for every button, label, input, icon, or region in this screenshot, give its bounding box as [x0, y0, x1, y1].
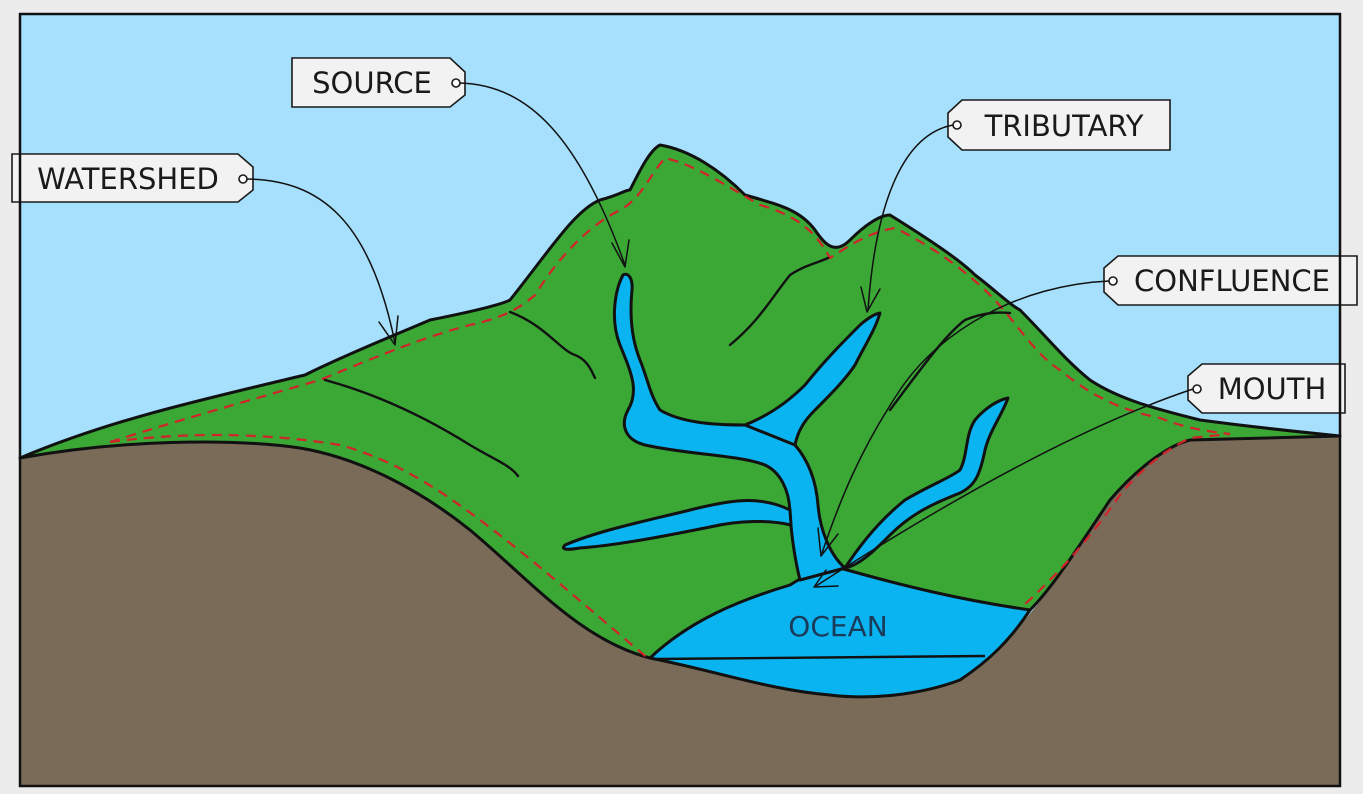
tributary-left	[562, 499, 793, 551]
hill	[18, 143, 1342, 660]
source-callout: SOURCE	[291, 57, 630, 268]
source-tag-hole-icon	[451, 78, 461, 88]
ground	[20, 436, 1340, 786]
tributary-arrow	[867, 124, 954, 311]
mouth-label: MOUTH	[1218, 372, 1327, 406]
tributary-upper	[743, 311, 882, 447]
main-river	[613, 272, 847, 582]
mouth-callout: MOUTH	[813, 363, 1346, 588]
watershed-callout: WATERSHED	[11, 153, 399, 346]
tributary-tag	[947, 99, 1171, 151]
source-arrowhead-icon	[611, 239, 630, 268]
mouth-arrowhead-icon	[813, 569, 839, 588]
tributary-arrowhead-icon	[860, 286, 881, 313]
watershed-tag-hole-icon	[238, 174, 248, 184]
tributary-tag-hole-icon	[952, 120, 962, 130]
watershed-boundary	[109, 156, 1231, 661]
ridge-line-left-upper	[508, 310, 597, 380]
mouth-tag-hole-icon	[1192, 384, 1202, 394]
mouth-tag	[1187, 363, 1346, 414]
watershed-tag	[11, 153, 254, 203]
tributary-callout: TRIBUTARY	[860, 99, 1171, 313]
watershed-label: WATERSHED	[37, 162, 219, 196]
ridge-line-left-lower	[323, 378, 520, 478]
tributary-right	[843, 396, 1010, 570]
source-label: SOURCE	[312, 66, 432, 100]
tributary-label: TRIBUTARY	[984, 109, 1144, 143]
confluence-tag-hole-icon	[1108, 276, 1118, 286]
confluence-tag	[1103, 255, 1358, 306]
mouth-arrow	[815, 388, 1194, 587]
source-tag	[291, 57, 466, 108]
frame-border	[18, 12, 1342, 788]
ridge-line-right	[888, 311, 1012, 412]
ocean-label: OCEAN	[788, 610, 887, 643]
ocean-shoreline	[654, 654, 986, 661]
confluence-arrow	[821, 280, 1110, 554]
watershed-arrowhead-icon	[378, 315, 399, 346]
confluence-callout: CONFLUENCE	[817, 255, 1358, 557]
ridge-line-middle	[728, 256, 830, 347]
ocean	[648, 566, 1032, 699]
watershed-arrow	[246, 178, 396, 344]
confluence-label: CONFLUENCE	[1134, 264, 1330, 298]
confluence-arrowhead-icon	[817, 527, 839, 557]
source-arrow	[459, 82, 626, 266]
